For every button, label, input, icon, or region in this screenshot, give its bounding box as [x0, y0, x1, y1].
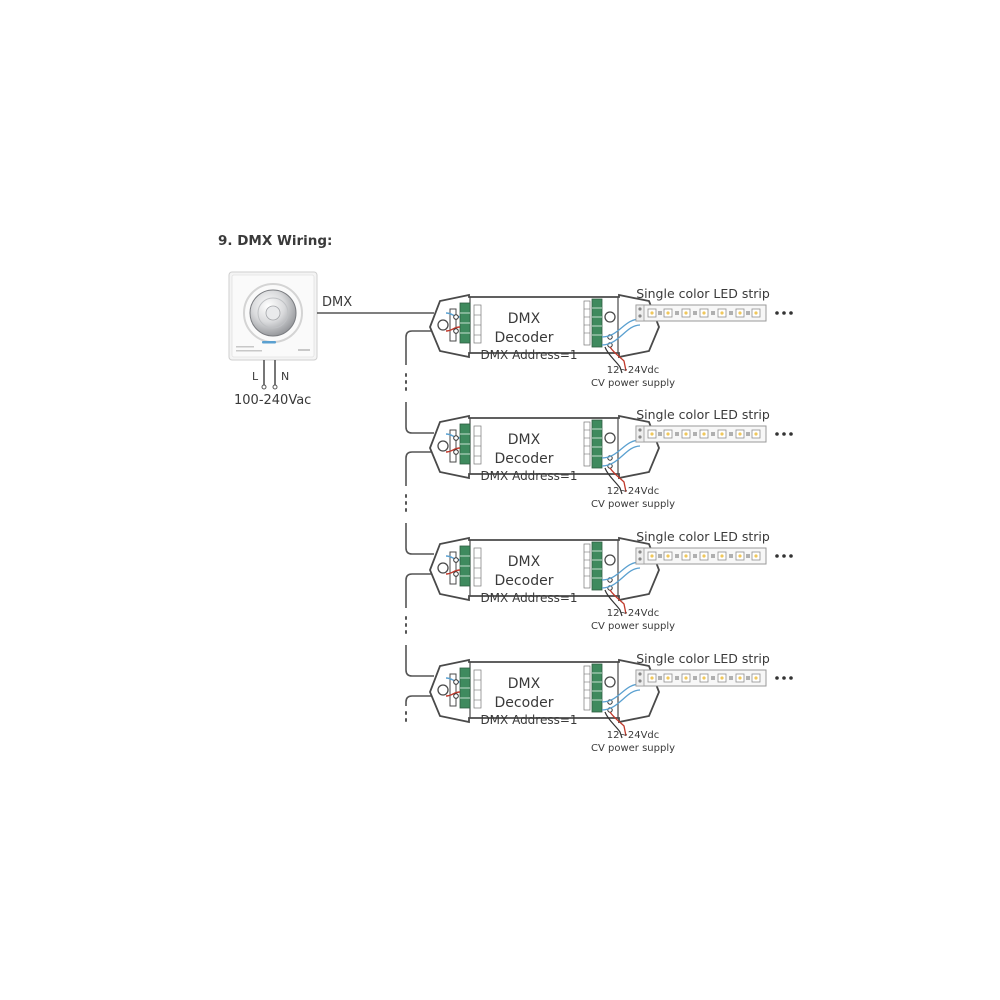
psu-voltage-label: 12~24Vdc: [607, 608, 660, 619]
led-strip-label: Single color LED strip: [636, 407, 770, 422]
decoder-name-line2: Decoder: [495, 573, 554, 589]
decoder-name-line1: DMX: [508, 432, 541, 448]
decoder-name-line2: Decoder: [495, 451, 554, 467]
dmx-address-label: DMX Address=1: [480, 713, 577, 727]
led-strip-icon: [635, 547, 794, 565]
input-voltage-label: 100-240Vac: [234, 393, 311, 408]
decoder-name-line1: DMX: [508, 554, 541, 570]
led-strip-icon: [635, 425, 794, 443]
live-terminal: [261, 384, 267, 390]
live-label: L: [252, 370, 259, 383]
section-title: 9. DMX Wiring:: [218, 233, 332, 249]
rotary-knob-wall-panel-icon: [228, 271, 318, 361]
dmx-address-label: DMX Address=1: [480, 348, 577, 362]
led-strip-icon: [635, 669, 794, 687]
dmx-address-label: DMX Address=1: [480, 591, 577, 605]
daisy-chain-wiring: [405, 330, 434, 727]
led-strip-label: Single color LED strip: [636, 529, 770, 544]
led-strip-label: Single color LED strip: [636, 286, 770, 301]
psu-voltage-label: 12~24Vdc: [607, 486, 660, 497]
decoder-name-line1: DMX: [508, 676, 541, 692]
dmx-address-label: DMX Address=1: [480, 469, 577, 483]
decoder-name-line2: Decoder: [495, 330, 554, 346]
psu-label: CV power supply: [591, 743, 675, 754]
psu-voltage-label: 12~24Vdc: [607, 730, 660, 741]
led-strip-label: Single color LED strip: [636, 651, 770, 666]
psu-voltage-label: 12~24Vdc: [607, 365, 660, 376]
led-strip-icon: [635, 304, 794, 322]
psu-label: CV power supply: [591, 499, 675, 510]
decoder-name-line2: Decoder: [495, 695, 554, 711]
decoder-name-line1: DMX: [508, 311, 541, 327]
neutral-label: N: [281, 370, 289, 383]
neutral-terminal: [272, 384, 278, 390]
psu-label: CV power supply: [591, 378, 675, 389]
dmx-bus-label: DMX: [322, 295, 352, 310]
psu-label: CV power supply: [591, 621, 675, 632]
